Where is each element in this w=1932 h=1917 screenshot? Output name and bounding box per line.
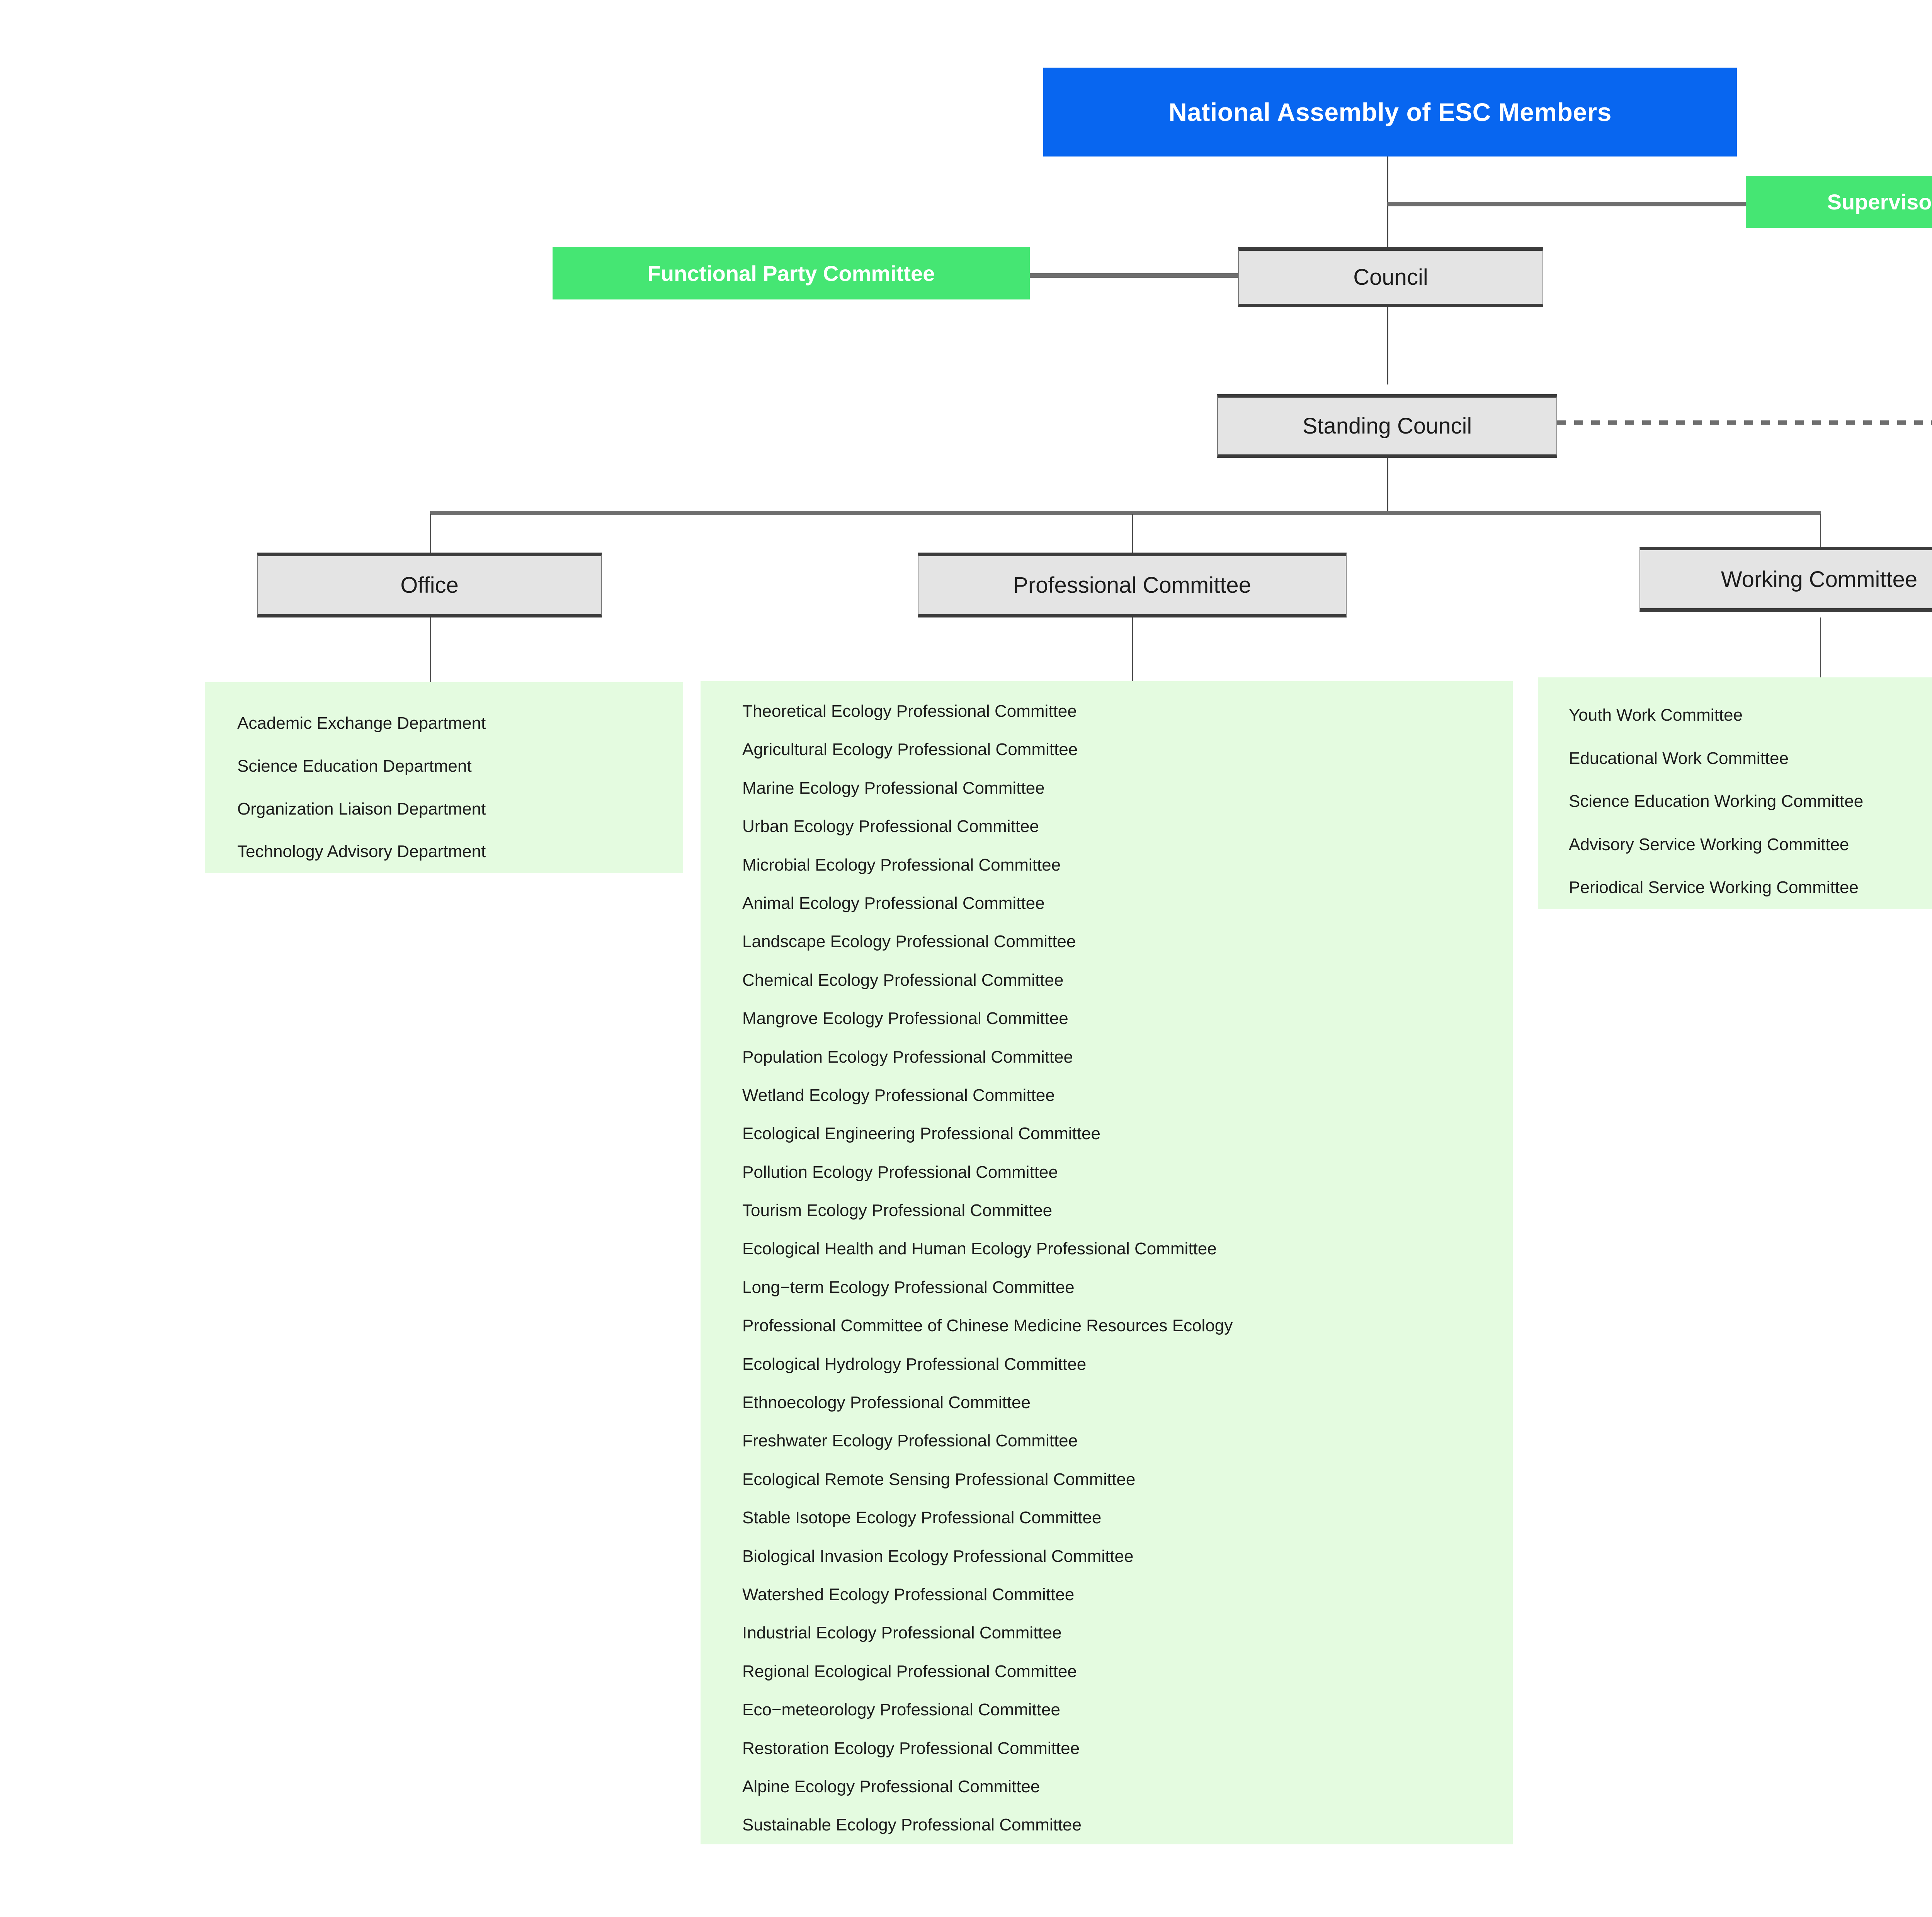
node-national-assembly[interactable]: National Assembly of ESC Members [1043,68,1737,156]
list-item: Alpine Ecology Professional Committee [742,1777,1040,1796]
node-council[interactable]: Council [1238,247,1543,307]
list-item: Population Ecology Professional Committe… [742,1047,1073,1067]
node-office[interactable]: Office [257,553,602,617]
node-functional-party-committee[interactable]: Functional Party Committee [553,247,1030,299]
list-item: Landscape Ecology Professional Committee [742,932,1076,951]
node-supervisory-committee[interactable]: Supervisory Committee [1746,176,1932,228]
list-item: Freshwater Ecology Professional Committe… [742,1431,1078,1451]
list-item: Industrial Ecology Professional Committe… [742,1623,1062,1643]
list-item: Restoration Ecology Professional Committ… [742,1738,1080,1758]
list-item: Agricultural Ecology Professional Commit… [742,740,1078,759]
list-item: Sustainable Ecology Professional Committ… [742,1815,1082,1835]
node-supervisory-committee-label: Supervisory Committee [1827,190,1932,214]
list-item: Ecological Remote Sensing Professional C… [742,1470,1136,1489]
list-item: Advisory Service Working Committee [1569,835,1849,854]
connector-working-to-list [1820,617,1821,677]
node-council-label: Council [1353,265,1428,290]
node-working-committee[interactable]: Working Committee [1639,547,1932,612]
list-item: Stable Isotope Ecology Professional Comm… [742,1508,1102,1527]
list-item: Regional Ecological Professional Committ… [742,1662,1077,1681]
list-item: Long−term Ecology Professional Committee [742,1277,1075,1297]
list-item: Biological Invasion Ecology Professional… [742,1546,1134,1566]
connector-bus-to-office [430,514,431,553]
connector-council-to-standing [1387,307,1388,384]
list-item: Animal Ecology Professional Committee [742,893,1045,913]
connector-bus-to-working [1820,514,1821,553]
list-item: Microbial Ecology Professional Committee [742,855,1061,874]
list-item: Ecological Engineering Professional Comm… [742,1124,1100,1143]
node-standing-council[interactable]: Standing Council [1217,394,1557,458]
node-professional-committee[interactable]: Professional Committee [918,553,1347,617]
list-item: Ethnoecology Professional Committee [742,1393,1031,1412]
connector-office-to-list [430,617,431,687]
list-item: Watershed Ecology Professional Committee [742,1585,1075,1604]
connector-assembly-to-supervisory [1387,202,1746,206]
list-item: Ecological Health and Human Ecology Prof… [742,1239,1217,1259]
connector-professional-to-list [1132,617,1133,681]
list-item: Eco−meteorology Professional Committee [742,1700,1060,1720]
list-item: Wetland Ecology Professional Committee [742,1085,1055,1105]
list-item: Professional Committee of Chinese Medici… [742,1316,1233,1335]
list-item: Marine Ecology Professional Committee [742,778,1045,798]
connector-bus-horizontal [430,511,1821,515]
connector-standing-to-local-horizontal [1557,420,1932,425]
list-item: Ecological Hydrology Professional Commit… [742,1354,1087,1374]
connector-party-to-council [1029,273,1238,278]
panel-professional-committees: Theoretical Ecology Professional Committ… [701,681,1513,1844]
list-item: Tourism Ecology Professional Committee [742,1201,1053,1220]
list-item: Mangrove Ecology Professional Committee [742,1009,1068,1028]
node-professional-committee-label: Professional Committee [1013,572,1251,598]
node-working-committee-label: Working Committee [1721,566,1918,592]
list-item: Educational Work Committee [1569,748,1789,768]
professional-committee-list: Theoretical Ecology Professional Committ… [701,681,1513,1844]
node-office-label: Office [400,572,459,598]
list-item: Technology Advisory Department [237,842,486,861]
node-functional-party-committee-label: Functional Party Committee [647,261,935,286]
list-item: Science Education Department [237,756,472,776]
connector-bus-to-professional [1132,514,1133,553]
connector-standing-to-bus [1387,458,1388,514]
node-national-assembly-label: National Assembly of ESC Members [1168,98,1612,126]
list-item: Chemical Ecology Professional Committee [742,970,1064,990]
list-item: Theoretical Ecology Professional Committ… [742,702,1077,721]
list-item: Pollution Ecology Professional Committee [742,1162,1058,1182]
list-item: Youth Work Committee [1569,706,1743,725]
list-item: Academic Exchange Department [237,714,486,733]
list-item: Science Education Working Committee [1569,792,1864,811]
node-standing-council-label: Standing Council [1302,413,1472,439]
list-item: Urban Ecology Professional Committee [742,817,1039,836]
list-item: Organization Liaison Department [237,799,486,818]
list-item: Periodical Service Working Committee [1569,878,1859,897]
